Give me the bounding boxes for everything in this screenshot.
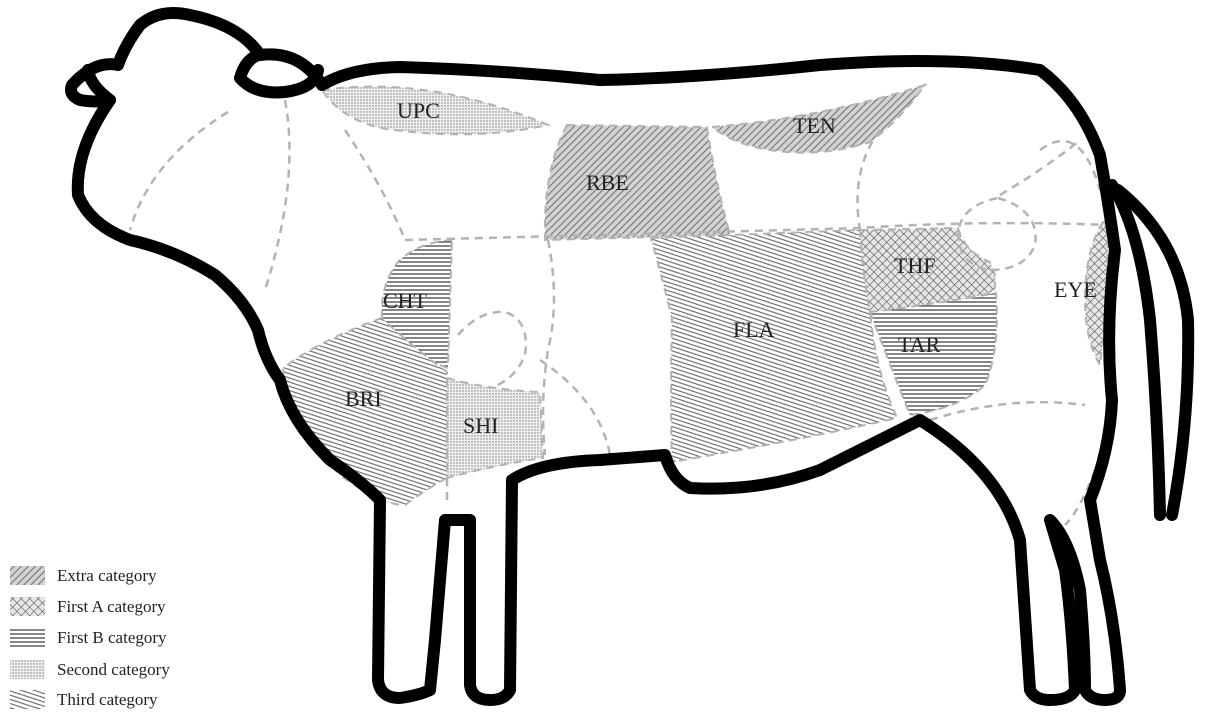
legend-label: First B category [57,628,167,647]
cut-region-rbe [545,125,730,240]
cut-label-fla: FLA [733,317,775,342]
legend-swatch-third [10,690,45,709]
cut-label-bri: BRI [345,386,382,411]
legend-swatch-first-b [10,628,45,647]
cut-label-thf: THF [894,253,936,278]
legend-item: Extra category [10,566,157,585]
cut-label-tar: TAR [898,332,941,357]
cut-region-fla [651,230,897,462]
cow-outline [71,13,1188,700]
legend-item: First B category [10,628,167,647]
legend-item: Second category [10,660,170,679]
legend-item: Third category [10,690,158,709]
legend: Extra category First A category First B … [10,566,170,709]
cut-label-rbe: RBE [586,170,629,195]
legend-label: Third category [57,690,158,709]
legend-item: First A category [10,597,166,616]
legend-label: Extra category [57,566,157,585]
legend-label: Second category [57,660,170,679]
cut-label-upc: UPC [397,98,440,123]
legend-swatch-first-a [10,597,45,616]
cut-label-shi: SHI [463,413,498,438]
cut-label-cht: CHT [383,288,428,313]
cut-label-eye: EYE [1054,277,1097,302]
cut-label-ten: TEN [793,113,836,138]
legend-label: First A category [57,597,166,616]
legend-swatch-second [10,660,45,679]
legend-swatch-extra [10,566,45,585]
